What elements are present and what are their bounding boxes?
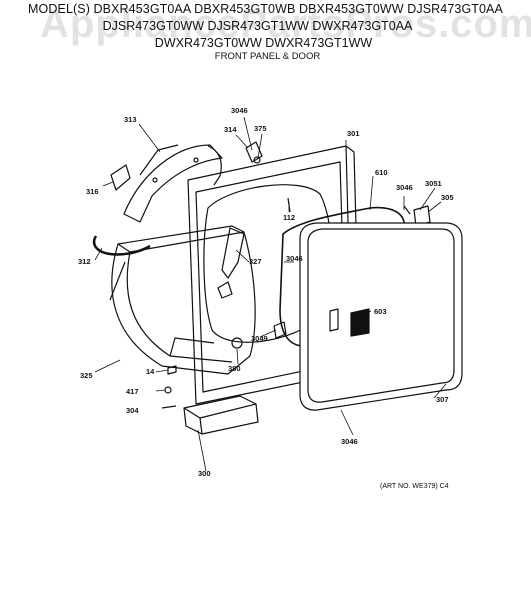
callout-300: 300 <box>198 469 211 478</box>
callout-316: 316 <box>86 187 99 196</box>
callout-3046-top: 3046 <box>231 106 248 115</box>
callout-314: 314 <box>224 125 237 134</box>
callout-610: 610 <box>375 168 388 177</box>
model-list-line-2: DJSR473GT0WW DJSR473GT1WW DWXR473GT0AA <box>102 19 413 33</box>
part-314-bracket-drawing <box>245 141 263 163</box>
part-417-washer-drawing <box>164 386 172 394</box>
callout-380: 380 <box>228 364 241 373</box>
callout-305: 305 <box>441 193 454 202</box>
part-312-cable-drawing <box>92 235 151 256</box>
part-375-bolt-drawing <box>253 156 261 164</box>
callout-304: 304 <box>126 406 139 415</box>
callout-307: 307 <box>436 395 449 404</box>
part-3051-hinge-pin-drawing <box>403 205 411 215</box>
callout-3046-hinge: 3046 <box>396 183 413 192</box>
part-305-hinge-drawing <box>413 205 431 227</box>
model-list-line-3: DWXR473GT0WW DWXR473GT1WW <box>154 36 373 50</box>
callout-3046-gasket: 3046 <box>286 254 303 263</box>
callout-301: 301 <box>347 129 360 138</box>
callout-375: 375 <box>254 124 267 133</box>
callout-3046-bottom: 3046 <box>341 437 358 446</box>
art-number-caption: (ART NO. WE379) C4 <box>380 483 449 490</box>
part-307-door-drawing <box>299 222 463 411</box>
callout-312: 312 <box>78 257 91 266</box>
part-14-clip-drawing <box>167 365 177 375</box>
part-313-bracket-drawing <box>123 144 223 223</box>
callout-14: 14 <box>146 367 155 376</box>
callout-313: 313 <box>124 115 137 124</box>
part-380-knob-drawing <box>231 337 243 349</box>
callout-3049: 3049 <box>251 334 268 343</box>
part-304-screw-drawing <box>161 405 177 409</box>
part-300-bracket-drawing <box>183 395 259 435</box>
callout-112: 112 <box>283 213 295 222</box>
part-325-duct-drawing <box>109 225 256 375</box>
callout-3051: 3051 <box>425 179 442 188</box>
callout-325: 325 <box>80 371 93 380</box>
part-316-pad-drawing <box>110 164 131 191</box>
callout-417: 417 <box>126 387 139 396</box>
diagram-subtitle: FRONT PANEL & DOOR <box>214 51 321 62</box>
callout-327: 327 <box>249 257 262 266</box>
model-list-line-1: MODEL(S) DBXR453GT0AA DBXR453GT0WB DBXR4… <box>28 2 503 16</box>
callout-603: 603 <box>374 307 387 316</box>
